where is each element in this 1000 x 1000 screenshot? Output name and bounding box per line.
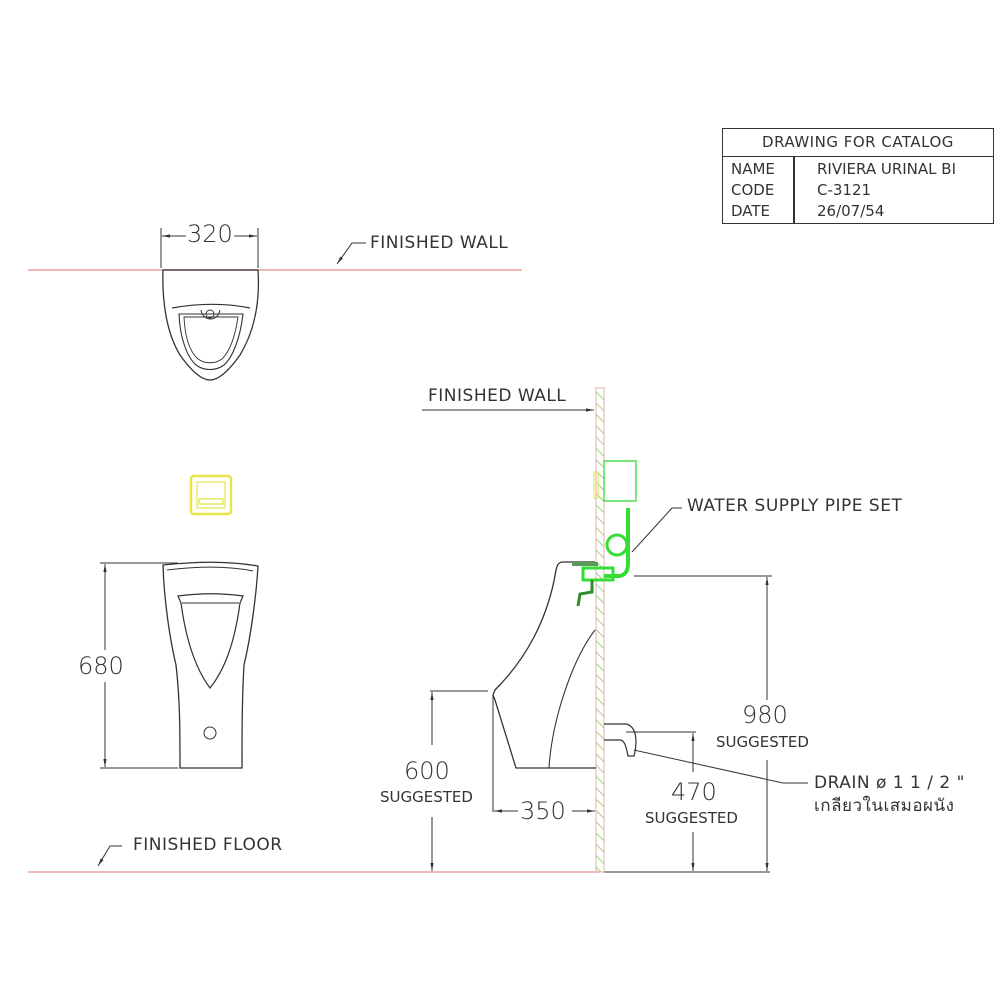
wall-section (595, 387, 605, 873)
title-block-row-name: NAME RIVIERA URINAL BI (723, 159, 993, 180)
dim-rim-height-note: SUGGESTED (380, 788, 473, 806)
dim-height-680: 680 (78, 652, 124, 680)
row-value: 26/07/54 (817, 202, 885, 220)
title-block-row-date: DATE 26/07/54 (723, 201, 993, 222)
dim-drain-height-note: SUGGESTED (645, 809, 738, 827)
dim-supply-height-980: 980 (742, 701, 788, 729)
row-key: DATE (731, 202, 771, 220)
front-view (100, 474, 259, 769)
title-block-divider (793, 156, 795, 223)
title-block-heading: DRAWING FOR CATALOG (723, 129, 993, 157)
finished-wall-label-side: FINISHED WALL (428, 386, 567, 406)
water-supply-pipe-label: WATER SUPPLY PIPE SET (687, 496, 903, 516)
drain-note-thai: เกลียวในเสมอผนัง (814, 796, 955, 816)
drain-label: DRAIN ø 1 1 / 2 " (814, 773, 965, 793)
finished-wall-label-top: FINISHED WALL (370, 233, 509, 253)
title-block: DRAWING FOR CATALOG NAME RIVIERA URINAL … (722, 128, 994, 224)
dim-rim-height-600: 600 (404, 757, 450, 785)
row-key: NAME (731, 160, 775, 178)
row-value: RIVIERA URINAL BI (817, 160, 956, 178)
title-block-row-code: CODE C-3121 (723, 180, 993, 201)
top-view (28, 228, 522, 381)
finished-floor-label: FINISHED FLOOR (133, 835, 283, 855)
row-key: CODE (731, 181, 775, 199)
row-value: C-3121 (817, 181, 872, 199)
dim-projection-350: 350 (520, 797, 566, 825)
dim-width-320: 320 (187, 220, 233, 248)
side-view (28, 387, 808, 873)
sensor-icon (189, 474, 233, 516)
dim-drain-height-470: 470 (671, 778, 717, 806)
dim-supply-height-note: SUGGESTED (716, 733, 809, 751)
